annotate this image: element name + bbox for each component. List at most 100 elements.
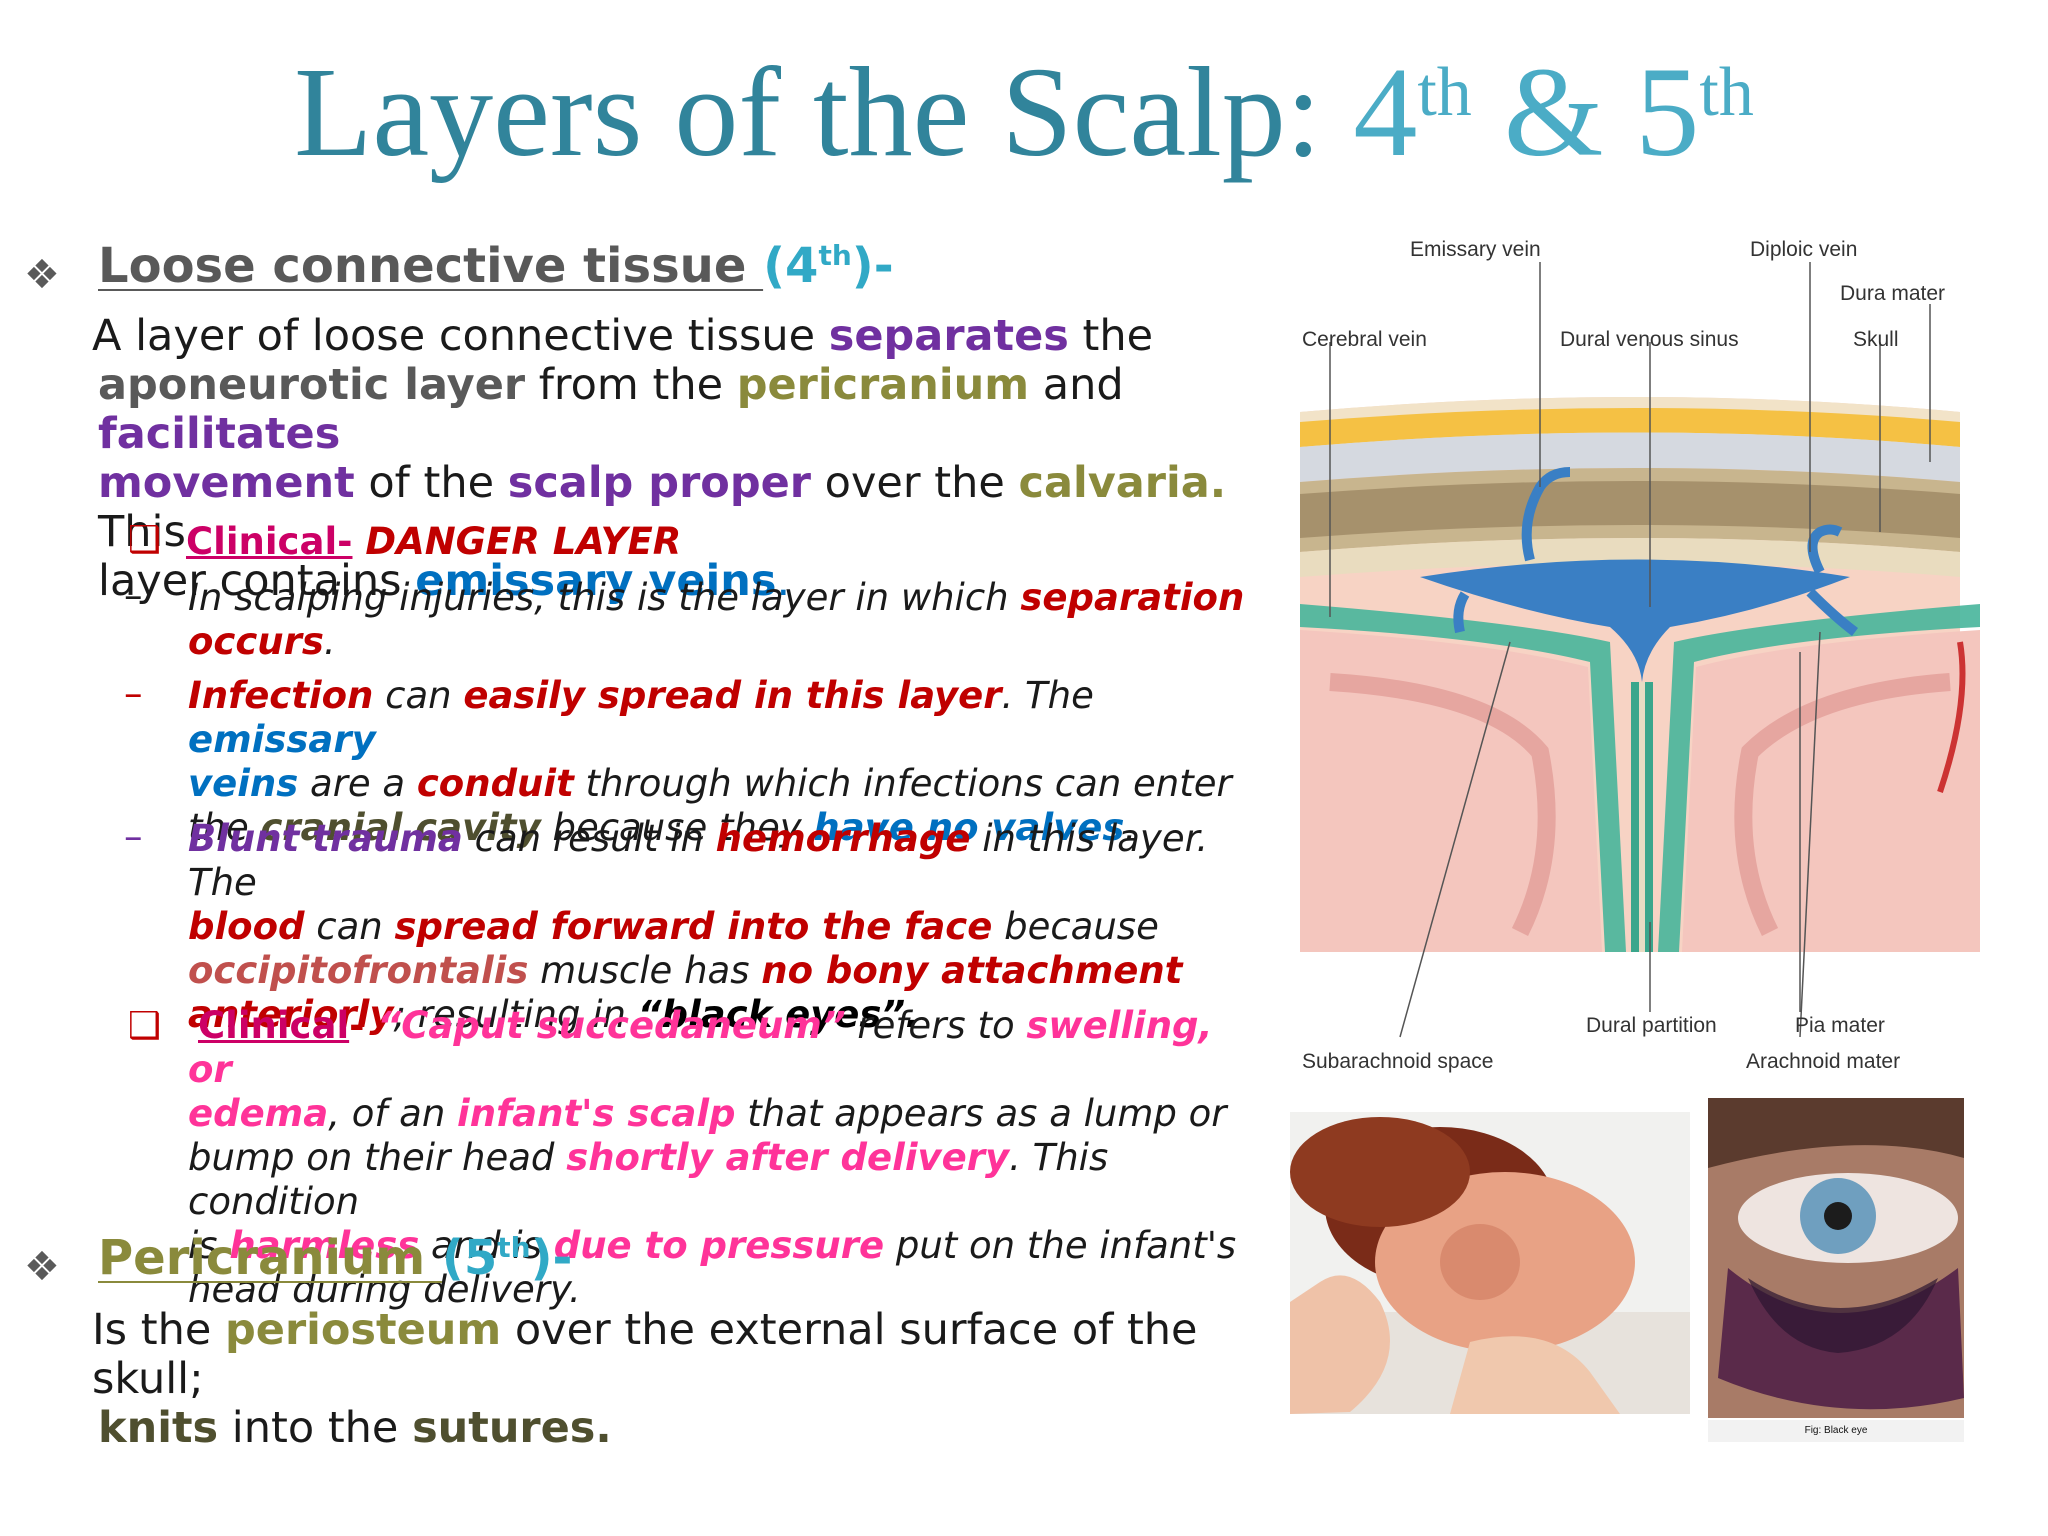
clinical-highlight: “Caput succedaneum” (377, 1004, 846, 1047)
para-text: from the (525, 360, 737, 410)
clinical-text: , of an (328, 1092, 458, 1135)
title-num-4: 4 (1353, 41, 1418, 183)
point-blunt-trauma: Blunt trauma can result in hemorrhage in… (188, 817, 1258, 1037)
clinical-text: refers to (845, 1004, 1027, 1047)
clinical-text: put on the infant's (884, 1224, 1237, 1267)
point-highlight: occipitofrontalis (188, 949, 529, 992)
para-text: A layer of loose connective tissue (92, 311, 829, 361)
clinical-danger-layer: Clinical- DANGER LAYER (186, 520, 681, 564)
point-highlight: “black eyes”. (637, 993, 920, 1036)
section4-paragraph: A layer of loose connective tissue separ… (92, 312, 1272, 606)
para-text: layer contains (98, 556, 416, 606)
clinical-text: . This condition (188, 1136, 1109, 1223)
black-eye-caption: Fig: Black eye (1708, 1420, 1964, 1442)
point-text: because (992, 905, 1159, 948)
heading-number: (4 (763, 238, 819, 294)
heading-text: Pericranium (98, 1230, 442, 1286)
point-text: . (323, 620, 336, 663)
diamond-bullet-icon: ❖ (24, 252, 60, 298)
para-highlight: scalp proper (507, 458, 811, 508)
label-pia-mater: Pia mater (1795, 1014, 1885, 1037)
para-text: into the (218, 1403, 413, 1453)
para-highlight: movement (98, 458, 355, 508)
point-highlight: no bony attachment (761, 949, 1183, 992)
title-main: Layers of the Scalp: (294, 41, 1322, 183)
para-highlight: aponeurotic layer (98, 360, 526, 410)
clinical-label: Clinical (198, 1004, 350, 1047)
clinical-highlight: infant's scalp (457, 1092, 736, 1135)
para-text: over the (811, 458, 1019, 508)
checkbox-bullet-icon: ❑ (128, 1004, 162, 1047)
point-infection-spread: Infection can easily spread in this laye… (188, 674, 1258, 850)
para-text: the (1068, 311, 1154, 361)
para-highlight: emissary veins (415, 556, 777, 606)
point-highlight: easily spread in this layer (463, 674, 1002, 717)
dash-bullet-icon: – (124, 815, 143, 858)
heading-sup: th (497, 1231, 531, 1264)
point-text: muscle has (528, 949, 762, 992)
title-amp: & (1503, 41, 1604, 183)
clinical-highlight: shortly after delivery (566, 1136, 1010, 1179)
title-sup-5: th (1699, 54, 1754, 131)
heading-end: )- (851, 238, 894, 294)
label-dural-venous-sinus: Dural venous sinus (1560, 328, 1739, 351)
point-text: are a (298, 762, 417, 805)
clinical-highlight: harmless (229, 1224, 420, 1267)
para-text: of the (354, 458, 508, 508)
black-eye-photo (1708, 1098, 1964, 1418)
dash-bullet-icon: – (124, 672, 143, 715)
clinical-text: head during delivery. (188, 1268, 581, 1311)
clinical-text: and is (419, 1224, 554, 1267)
point-text: . The (1001, 674, 1094, 717)
heading-number: (5 (441, 1230, 498, 1286)
clinical-dash: - (349, 1004, 378, 1047)
point-highlight: separation (1020, 576, 1245, 619)
diamond-bullet-icon: ❖ (24, 1244, 60, 1290)
para-highlight: facilitates (98, 409, 341, 459)
point-text: can (304, 905, 395, 948)
para-highlight: periosteum (225, 1305, 502, 1355)
point-text: through which infections can enter (573, 762, 1232, 805)
heading-sup: th (818, 239, 852, 272)
point-highlight: cranial cavity (260, 806, 541, 849)
scalp-meninges-diagram: Emissary vein Diploic vein Dura mater Ce… (1290, 232, 1990, 1092)
point-highlight: Infection (188, 674, 374, 717)
slide-title: Layers of the Scalp: 4th & 5th (0, 48, 2048, 176)
label-cerebral-vein: Cerebral vein (1302, 328, 1427, 351)
clinical-highlight: edema (188, 1092, 329, 1135)
point-highlight: conduit (416, 762, 574, 805)
para-highlight: sutures. (412, 1403, 612, 1453)
title-num-5: 5 (1635, 41, 1700, 183)
clinical-text: that appears as a lump or (735, 1092, 1227, 1135)
clinical-caput-succedaneum: Clinical- “Caput succedaneum” refers to … (188, 1004, 1258, 1312)
checkbox-bullet-icon: ❑ (128, 518, 162, 561)
para-text: and (1029, 360, 1124, 410)
para-highlight: separates (828, 311, 1069, 361)
point-text: can result in (462, 817, 716, 860)
label-emissary-vein: Emissary vein (1410, 238, 1541, 261)
clinical-label: Clinical- (186, 520, 353, 563)
para-text: over the external surface of the skull; (92, 1305, 1198, 1404)
para-highlight: calvaria. (1018, 458, 1227, 508)
para-text: . (776, 556, 791, 606)
label-diploic-vein: Diploic vein (1750, 238, 1857, 261)
section-heading-loose-connective-tissue: Loose connective tissue (4th)- (98, 238, 894, 294)
point-highlight: blood (188, 905, 305, 948)
point-text: in this layer. The (188, 817, 1209, 904)
point-text: because they (540, 806, 814, 849)
point-text: the (188, 806, 261, 849)
section-heading-pericranium: Pericranium (5th)- (98, 1230, 572, 1286)
para-text: Is the (92, 1305, 225, 1355)
section5-paragraph: Is the periosteum over the external surf… (92, 1306, 1292, 1453)
point-highlight: anteriorly (188, 993, 394, 1036)
label-dural-partition: Dural partition (1586, 1014, 1717, 1037)
clinical-highlight: swelling, or (188, 1004, 1213, 1091)
dash-bullet-icon: – (124, 574, 143, 617)
label-skull: Skull (1853, 328, 1899, 351)
point-text: ; resulting in (393, 993, 638, 1036)
clinical-text: DANGER LAYER (352, 520, 682, 563)
label-subarachnoid-space: Subarachnoid space (1302, 1050, 1493, 1073)
point-highlight: veins (188, 762, 299, 805)
point-highlight: occurs (188, 620, 324, 663)
clinical-highlight: due to pressure (553, 1224, 885, 1267)
